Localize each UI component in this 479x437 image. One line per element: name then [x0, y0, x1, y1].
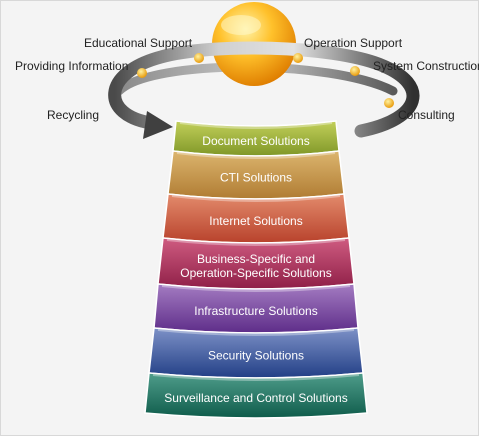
cycle-ring-front [108, 41, 420, 138]
tier-highlight [179, 122, 333, 129]
tier-label: Operation-Specific Solutions [180, 266, 331, 280]
tier-label: CTI Solutions [220, 171, 292, 185]
label-system-construction: System Construction [373, 59, 479, 73]
bead-icon [384, 98, 394, 108]
tier-label: Surveillance and Control Solutions [164, 391, 347, 405]
tier-highlight [157, 329, 355, 336]
cycle-arrow-icon [143, 111, 173, 139]
tier-highlight [161, 285, 351, 292]
tier-highlight [171, 195, 341, 202]
tier-highlight [166, 239, 346, 246]
bead-icon [293, 53, 303, 63]
tier-label: Document Solutions [202, 134, 309, 148]
bead-icon [350, 66, 360, 76]
bead-icon [194, 53, 204, 63]
sphere-highlight [221, 15, 261, 35]
tier-label: Internet Solutions [209, 214, 302, 228]
label-recycling: Recycling [47, 108, 99, 122]
tier-highlight [152, 374, 360, 381]
label-operation-support: Operation Support [304, 36, 403, 50]
tier-label: Security Solutions [208, 349, 304, 363]
label-consulting: Consulting [398, 108, 455, 122]
tier-label: Business-Specific and [197, 252, 315, 266]
label-educational-support: Educational Support [84, 36, 193, 50]
label-providing-information: Providing Information [15, 59, 128, 73]
tier-label: Infrastructure Solutions [194, 304, 317, 318]
bead-icon [137, 68, 147, 78]
tier-shape [144, 372, 368, 419]
tier-highlight [176, 152, 336, 159]
